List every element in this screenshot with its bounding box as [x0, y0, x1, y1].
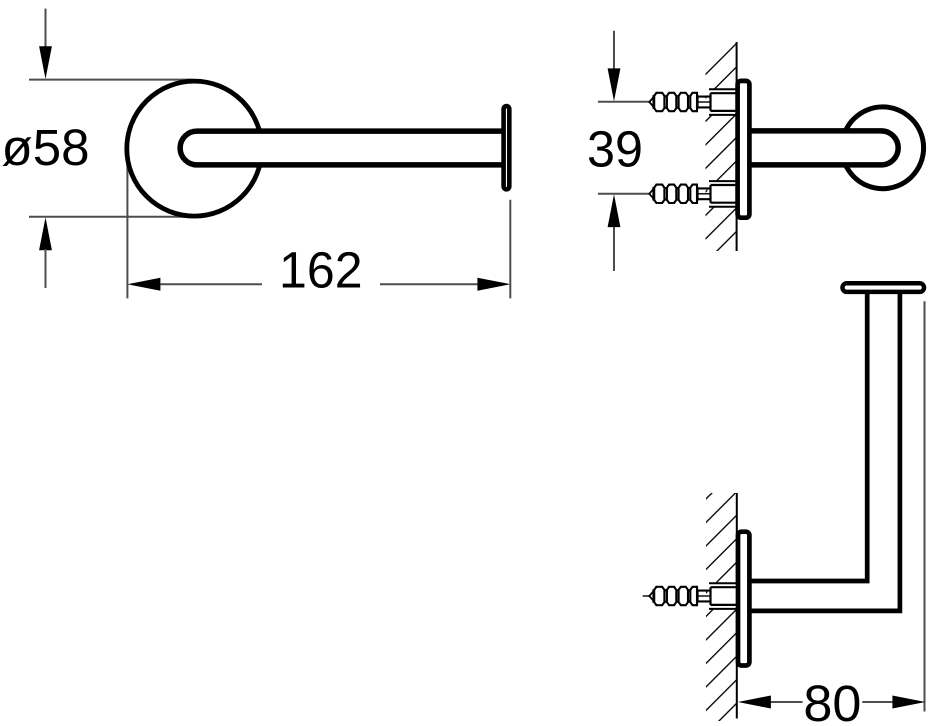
svg-text:39: 39 [587, 121, 643, 178]
svg-text:ø58: ø58 [2, 119, 90, 176]
svg-text:162: 162 [279, 242, 363, 299]
svg-text:80: 80 [803, 675, 861, 726]
